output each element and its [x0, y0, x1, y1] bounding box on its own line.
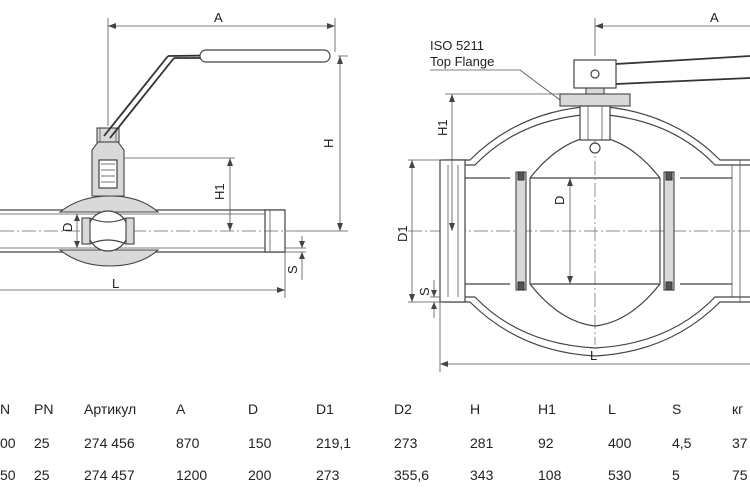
dim-label-h-left: H — [321, 139, 336, 148]
col-header-a: A — [176, 401, 186, 417]
table-cell: 355,6 — [394, 467, 430, 483]
table-cell: 1200 — [176, 467, 208, 483]
col-header-l: L — [608, 401, 616, 417]
table-cell: 37 — [732, 435, 748, 451]
table-cell: 400 — [608, 435, 632, 451]
col-header-pn: PN — [34, 401, 54, 417]
table-cell: 4,5 — [672, 435, 692, 451]
table-cell: 92 — [538, 435, 554, 451]
dim-label-s-right: S — [417, 287, 432, 296]
col-header-article: Артикул — [84, 401, 137, 417]
table-cell: 273 — [394, 435, 418, 451]
dim-label-d-right: D — [552, 196, 567, 205]
table-cell: 870 — [176, 435, 200, 451]
table-cell: 150 — [248, 435, 272, 451]
table-cell: 273 — [316, 467, 340, 483]
table-cell: 274 457 — [84, 467, 135, 483]
dim-label-a-right: A — [710, 10, 719, 25]
col-header-kg: кг — [732, 401, 744, 417]
dim-label-h1-left: H1 — [212, 183, 227, 200]
col-header-h: H — [470, 401, 481, 417]
col-header-d: D — [248, 401, 259, 417]
table-cell: 200 — [248, 467, 272, 483]
spec-table: N PN Артикул A D D1 D2 H H1 L S кг 00 25… — [0, 397, 750, 503]
dim-label-d-left: D — [60, 223, 75, 232]
table-cell: 25 — [34, 467, 50, 483]
dim-label-s-left: S — [285, 265, 300, 274]
table-cell: 50 — [0, 467, 16, 483]
dim-label-l-left: L — [112, 276, 119, 291]
table-cell: 75 — [732, 467, 748, 483]
iso-label-line1: ISO 5211 — [430, 38, 484, 53]
table-cell: 281 — [470, 435, 494, 451]
table-cell: 274 456 — [84, 435, 135, 451]
table-cell: 343 — [470, 467, 494, 483]
col-header-d2: D2 — [394, 401, 412, 417]
dim-label-a-left: A — [214, 10, 223, 25]
iso-label-line2: Top Flange — [430, 54, 494, 69]
table-cell: 219,1 — [316, 435, 352, 451]
left-valve-view: A H H1 D S L — [0, 10, 348, 298]
dim-label-d1-right: D1 — [395, 225, 410, 242]
table-cell: 108 — [538, 467, 562, 483]
right-valve-view: ISO 5211 Top Flange A H1 D1 S D L — [395, 10, 750, 372]
col-header-h1: H1 — [538, 401, 556, 417]
table-cell: 00 — [0, 435, 16, 451]
dim-label-l-right: L — [590, 348, 597, 363]
table-cell: 5 — [672, 467, 680, 483]
table-cell: 25 — [34, 435, 50, 451]
technical-drawing: A H H1 D S L — [0, 10, 750, 372]
col-header-s: S — [672, 401, 682, 417]
table-cell: 530 — [608, 467, 632, 483]
col-header-d1: D1 — [316, 401, 334, 417]
dim-label-h1-right: H1 — [435, 119, 450, 136]
col-header-n: N — [0, 401, 11, 417]
